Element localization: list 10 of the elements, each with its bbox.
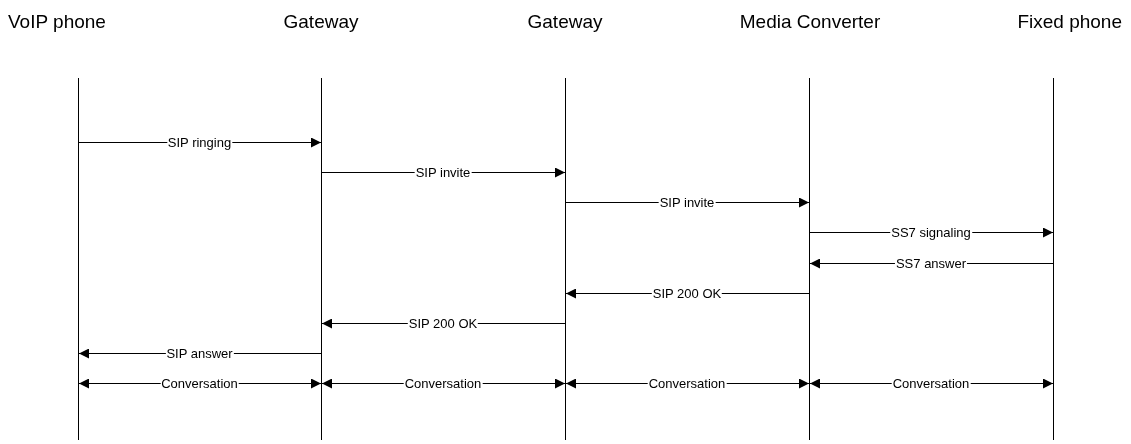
- participant-label: Media Converter: [739, 10, 881, 34]
- lifeline: [78, 78, 79, 440]
- participant-label: VoIP phone: [8, 10, 106, 34]
- lifeline: [321, 78, 322, 440]
- lifeline: [809, 78, 810, 440]
- participant-label: Gateway: [527, 10, 603, 34]
- participant-label: Gateway: [283, 10, 359, 34]
- lifeline: [565, 78, 566, 440]
- lifeline: [1053, 78, 1054, 440]
- participant-label: Fixed phone: [1017, 10, 1122, 34]
